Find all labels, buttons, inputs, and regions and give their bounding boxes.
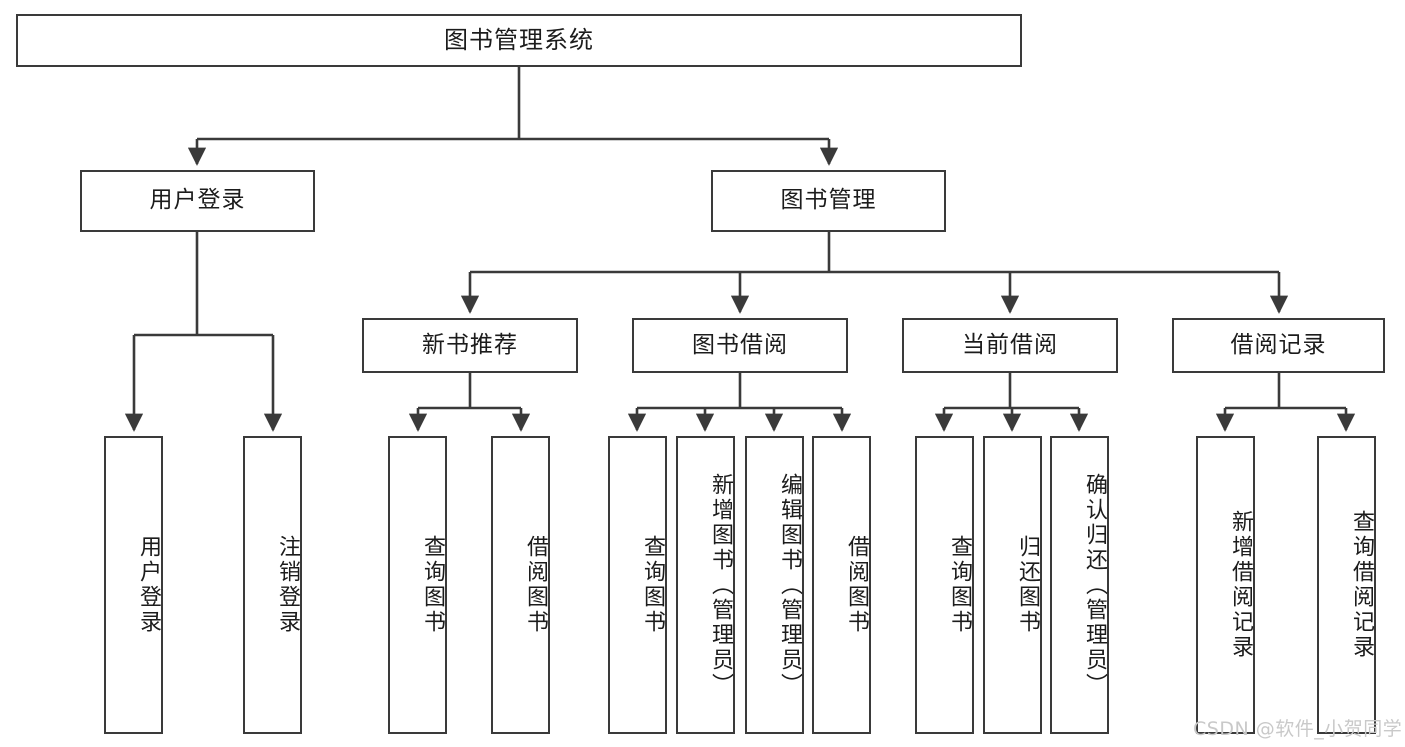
leaf-borrow-book-1[interactable]: 借阅图书 xyxy=(491,436,550,734)
node-label: 编辑图书（管理员） xyxy=(777,472,802,698)
node-label: 图书管理 xyxy=(780,187,877,214)
leaf-logout-login[interactable]: 注销登录 xyxy=(243,436,302,734)
node-label: 用户登录 xyxy=(149,187,246,214)
leaf-query-book-1[interactable]: 查询图书 xyxy=(388,436,447,734)
node-label: 借阅图书 xyxy=(523,535,548,635)
leaf-edit-book[interactable]: 编辑图书（管理员） xyxy=(745,436,804,734)
leaf-add-record[interactable]: 新增借阅记录 xyxy=(1196,436,1255,734)
node-book-management[interactable]: 图书管理 xyxy=(711,170,946,232)
node-label: 新增图书（管理员） xyxy=(708,472,733,698)
node-label: 确认归还（管理员） xyxy=(1082,472,1107,698)
node-user-login[interactable]: 用户登录 xyxy=(80,170,315,232)
leaf-add-book[interactable]: 新增图书（管理员） xyxy=(676,436,735,734)
leaf-confirm-return[interactable]: 确认归还（管理员） xyxy=(1050,436,1109,734)
node-label: 查询图书 xyxy=(947,535,972,635)
leaf-borrow-book-2[interactable]: 借阅图书 xyxy=(812,436,871,734)
node-label: 新书推荐 xyxy=(422,331,518,358)
node-label: 归还图书 xyxy=(1015,535,1040,635)
node-label: 图书管理系统 xyxy=(444,26,594,55)
node-book-borrow[interactable]: 图书借阅 xyxy=(632,318,848,373)
csdn-watermark: CSDN @软件_小贺同学 xyxy=(1193,718,1403,740)
leaf-query-record[interactable]: 查询借阅记录 xyxy=(1317,436,1376,734)
leaf-query-book-2[interactable]: 查询图书 xyxy=(608,436,667,734)
node-label: 查询图书 xyxy=(420,535,445,635)
node-label: 借阅记录 xyxy=(1230,331,1327,358)
node-label: 新增借阅记录 xyxy=(1228,510,1253,660)
node-root-system[interactable]: 图书管理系统 xyxy=(16,14,1022,67)
node-borrow-record[interactable]: 借阅记录 xyxy=(1172,318,1385,373)
node-label: 当前借阅 xyxy=(962,331,1058,358)
leaf-return-book[interactable]: 归还图书 xyxy=(983,436,1042,734)
node-label: 查询图书 xyxy=(640,535,665,635)
leaf-query-book-3[interactable]: 查询图书 xyxy=(915,436,974,734)
leaf-user-login[interactable]: 用户登录 xyxy=(104,436,163,734)
node-new-book-recommend[interactable]: 新书推荐 xyxy=(362,318,578,373)
node-label: 注销登录 xyxy=(275,535,300,635)
node-label: 借阅图书 xyxy=(844,535,869,635)
node-label: 用户登录 xyxy=(136,535,161,635)
node-current-borrow[interactable]: 当前借阅 xyxy=(902,318,1118,373)
node-label: 查询借阅记录 xyxy=(1349,510,1374,660)
node-label: 图书借阅 xyxy=(692,331,788,358)
